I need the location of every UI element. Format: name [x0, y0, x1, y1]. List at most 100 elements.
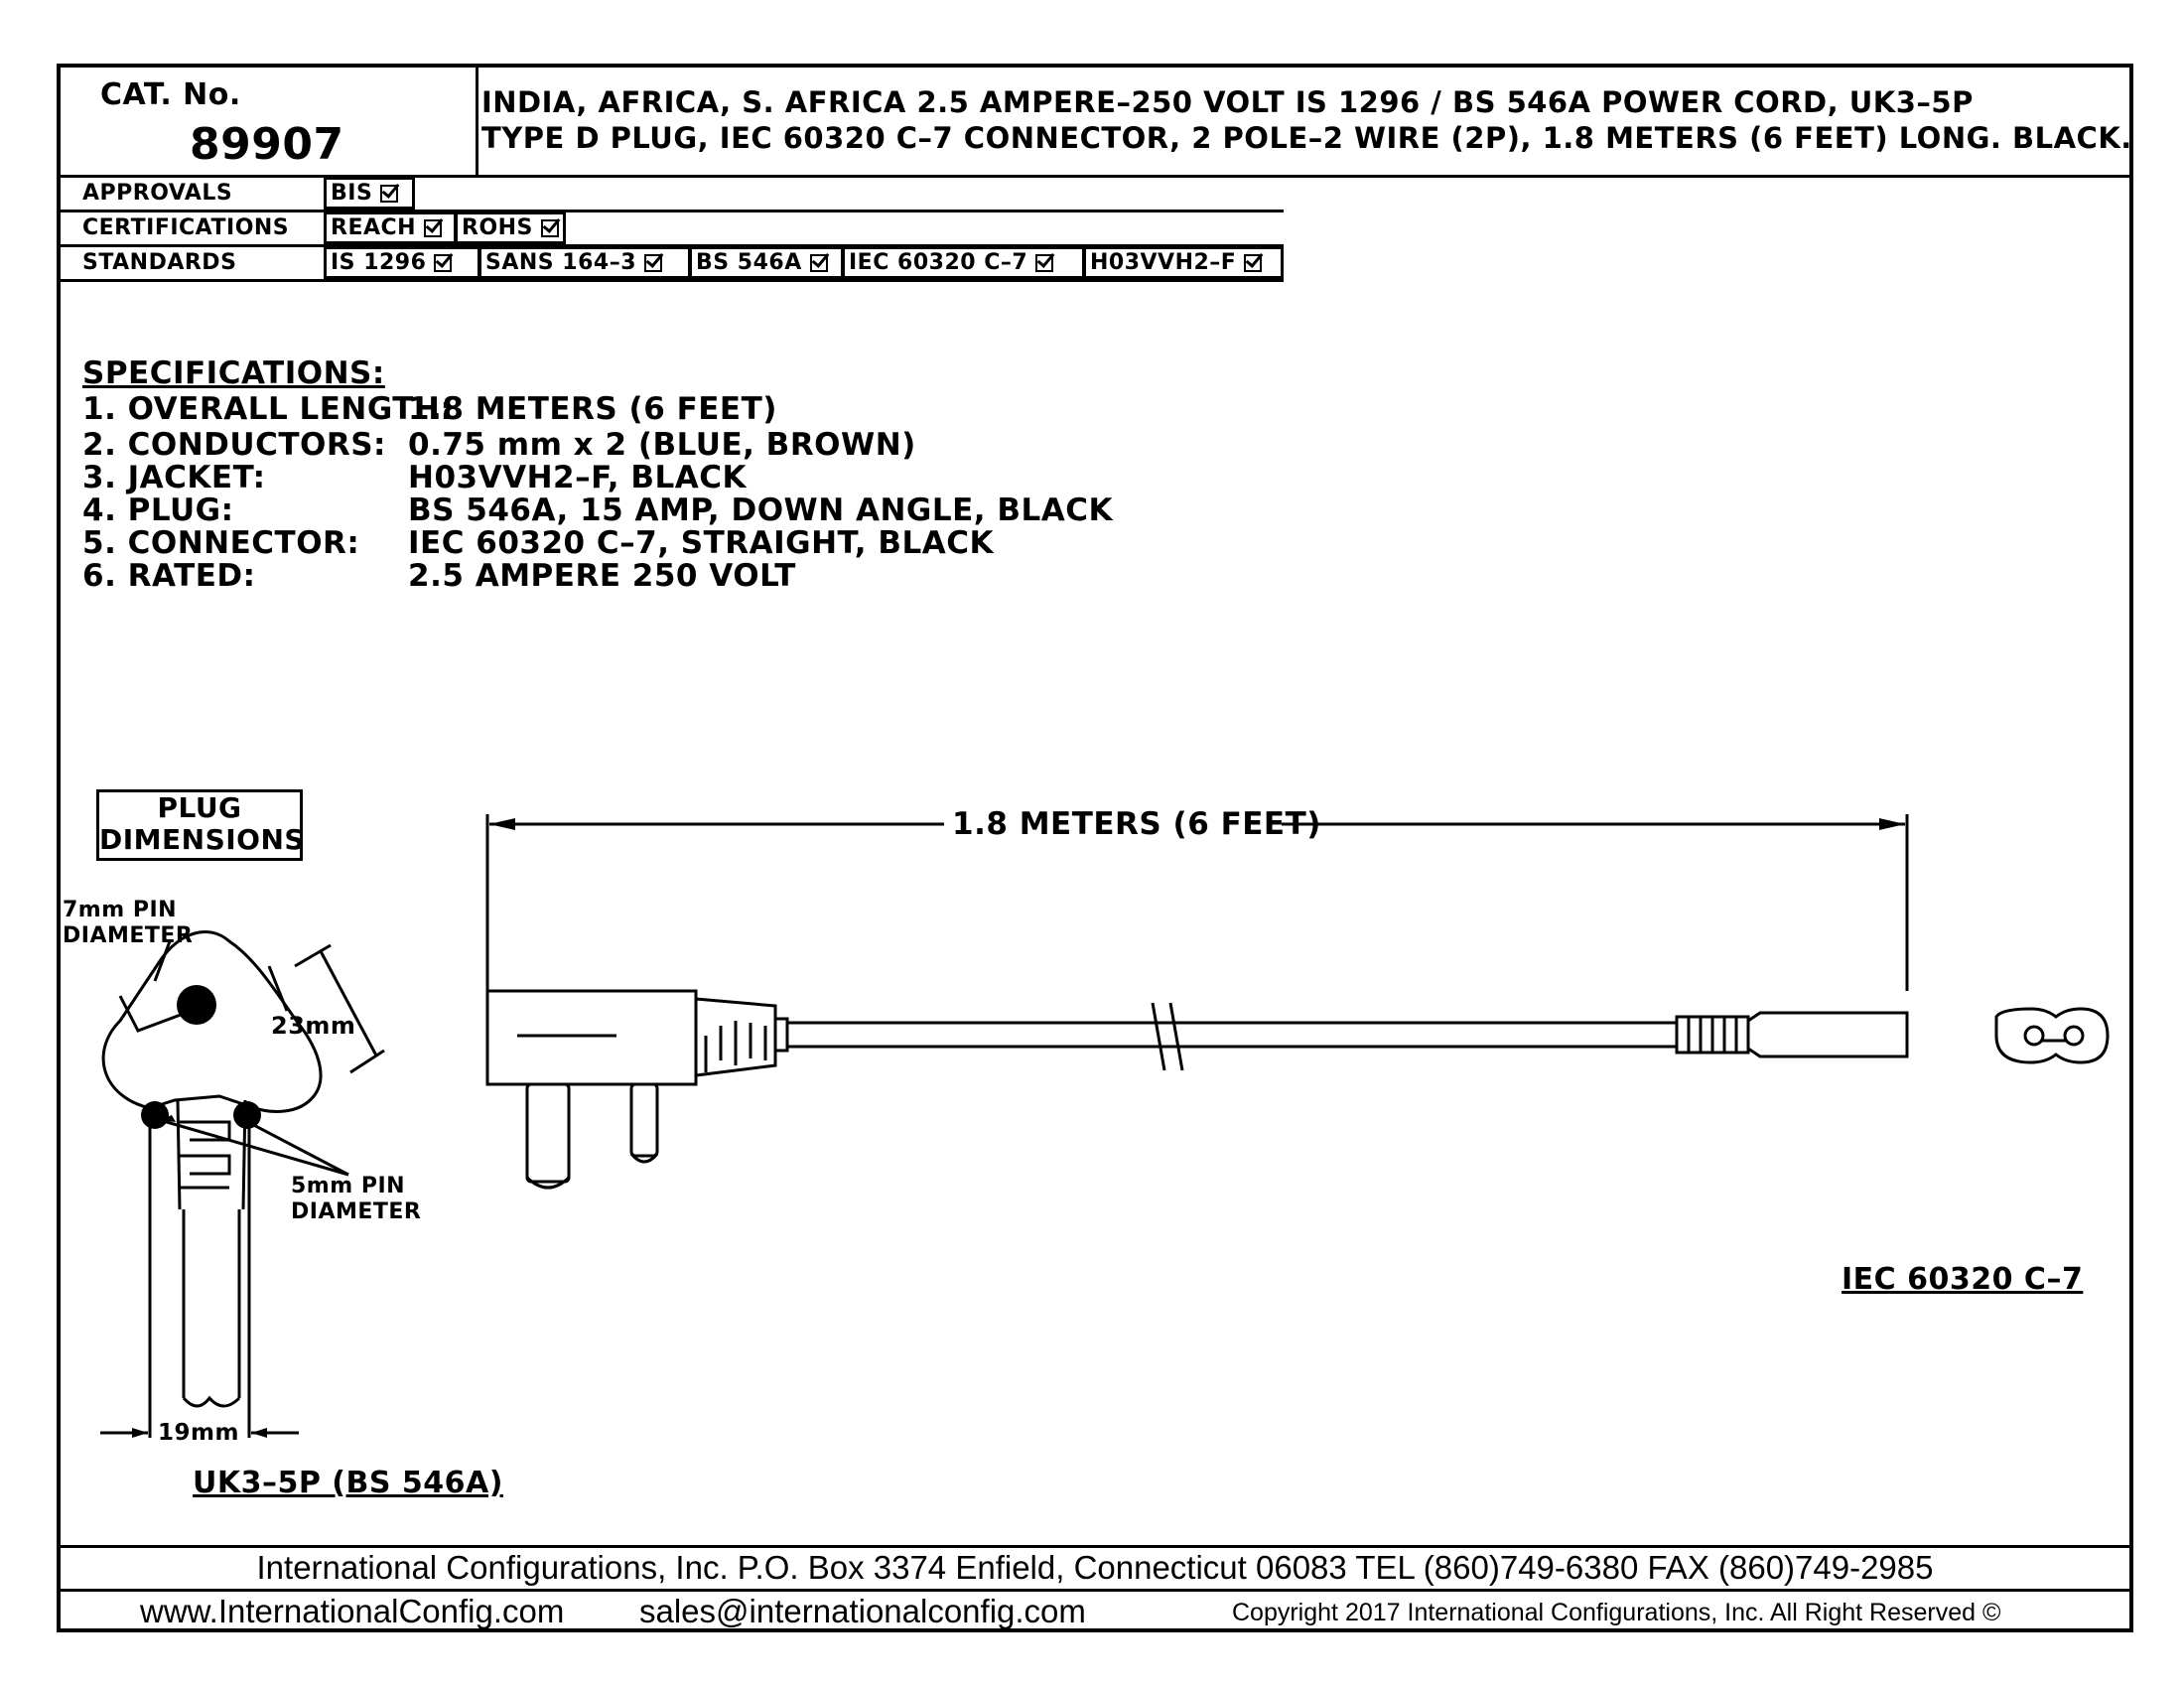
spec-value: BS 546A, 15 AMP, DOWN ANGLE, BLACK — [408, 492, 1114, 528]
standard-text: BS 546A — [696, 250, 802, 275]
spec-label: 6. RATED: — [82, 558, 256, 594]
certification-cell: ROHS — [455, 211, 566, 244]
cat-number: 89907 — [190, 119, 344, 170]
plug-cord — [182, 1209, 241, 1408]
length-dimension-label: 1.8 METERS (6 FEET) — [952, 806, 1321, 842]
compliance-divider — [61, 244, 1284, 247]
plug-pin-right — [629, 1082, 659, 1158]
length-arrowhead-left — [489, 818, 515, 830]
plug-dimensions-line1: PLUG — [157, 791, 242, 824]
plug-pin-left — [525, 1082, 571, 1184]
plug-face-outline — [101, 930, 323, 1113]
certification-text: REACH — [331, 215, 417, 240]
pin-5mm-label: 5mm PIN DIAMETER — [291, 1174, 421, 1225]
spec-value: 0.75 mm x 2 (BLUE, BROWN) — [408, 427, 916, 463]
certification-text: ROHS — [462, 215, 533, 240]
pin-7mm-label: 7mm PIN DIAMETER — [63, 898, 193, 949]
standards-label: STANDARDS — [82, 250, 237, 275]
approval-cell: BIS — [324, 177, 415, 210]
c7-socket-icon — [2063, 1025, 2085, 1047]
website-link[interactable]: www.InternationalConfig.com — [140, 1593, 565, 1629]
plug-body-side — [485, 989, 698, 1086]
checkbox-checked-icon — [1035, 254, 1054, 272]
cord-break-icon — [1151, 1002, 1184, 1071]
connector-body — [1746, 1011, 1909, 1058]
checkbox-checked-icon — [809, 254, 828, 272]
email-link[interactable]: sales@internationalconfig.com — [639, 1593, 1086, 1629]
company-info: International Configurations, Inc. P.O. … — [256, 1549, 1934, 1586]
dim-23-extension — [294, 943, 385, 1074]
plug-caption: UK3–5P (BS 546A) — [193, 1466, 503, 1500]
spec-value: 1.8 METERS (6 FEET) — [408, 391, 777, 427]
pin-5mm-line1: 5mm PIN — [291, 1174, 406, 1198]
spec-value: 2.5 AMPERE 250 VOLT — [408, 558, 796, 594]
cat-number-label: CAT. No. — [100, 77, 241, 112]
dim-23-line — [319, 950, 378, 1056]
standard-text: IEC 60320 C–7 — [849, 250, 1028, 275]
dim-23-label: 23mm — [271, 1012, 356, 1040]
standard-text: SANS 164–3 — [485, 250, 637, 275]
plug-dimensions-box: PLUG DIMENSIONS — [96, 789, 306, 861]
plug-cord-collar — [773, 1017, 789, 1053]
spec-value: H03VVH2–F, BLACK — [408, 460, 747, 495]
spec-label: 5. CONNECTOR: — [82, 525, 360, 561]
standard-cell: BS 546A — [689, 246, 844, 279]
standard-cell: H03VVH2–F — [1083, 246, 1284, 279]
footer-divider — [61, 1589, 2129, 1592]
checkbox-checked-icon — [424, 219, 443, 237]
spec-label: 4. PLUG: — [82, 492, 234, 528]
specifications-heading: SPECIFICATIONS: — [82, 355, 385, 391]
pin-5mm-left-icon — [141, 1101, 169, 1129]
drawing-sheet: CAT. No. 89907 INDIA, AFRICA, S. AFRICA … — [57, 64, 2133, 1632]
spec-label: 1. OVERALL LENGTH: — [82, 391, 454, 427]
pin7-arrowhead — [188, 1001, 205, 1009]
connector-ribs — [1687, 1017, 1738, 1053]
pin5-leaders — [159, 1118, 349, 1177]
pin5-arrowhead — [160, 1115, 176, 1122]
standard-cell: IEC 60320 C–7 — [842, 246, 1085, 279]
checkbox-checked-icon — [1244, 254, 1263, 272]
c7-socket-icon — [2023, 1025, 2045, 1047]
checkbox-checked-icon — [380, 185, 399, 203]
checkbox-checked-icon — [644, 254, 663, 272]
pin-5mm-line2: DIAMETER — [291, 1199, 422, 1224]
standard-cell: IS 1296 — [324, 246, 480, 279]
connector-caption: IEC 60320 C–7 — [1842, 1262, 2084, 1297]
pin-7mm-line2: DIAMETER — [63, 923, 194, 948]
plug-strain-relief-side — [694, 997, 777, 1077]
compliance-divider — [61, 279, 1284, 282]
approval-text: BIS — [331, 181, 373, 206]
standard-cell: SANS 164–3 — [478, 246, 691, 279]
length-arrowhead-right — [1879, 818, 1905, 830]
title-block-divider — [61, 175, 2129, 178]
pin5-arrowhead — [244, 1115, 259, 1122]
footer-divider — [61, 1545, 2129, 1548]
plug-dimensions-line2: DIMENSIONS — [99, 823, 306, 856]
dim-19-label: 19mm — [156, 1420, 241, 1446]
plug-pin-left-tip — [525, 1176, 571, 1190]
compliance-divider — [61, 210, 1284, 212]
dim-19-extension — [148, 1106, 251, 1438]
spec-label: 3. JACKET: — [82, 460, 266, 495]
checkbox-checked-icon — [434, 254, 453, 272]
certifications-label: CERTIFICATIONS — [82, 215, 290, 240]
spec-value: IEC 60320 C–7, STRAIGHT, BLACK — [408, 525, 994, 561]
title-block-separator — [476, 68, 478, 175]
plug-face-inner — [153, 940, 289, 1012]
copyright: Copyright 2017 International Configurati… — [1232, 1599, 2001, 1626]
standard-text: IS 1296 — [331, 250, 427, 275]
pin-7mm-line1: 7mm PIN — [63, 898, 178, 922]
dim-19-arrowhead — [251, 1428, 267, 1438]
standard-text: H03VVH2–F — [1090, 250, 1237, 275]
cord-line — [787, 1021, 1677, 1049]
approvals-label: APPROVALS — [82, 181, 233, 206]
plug-relief-ribs — [180, 1120, 231, 1190]
title-line-1: INDIA, AFRICA, S. AFRICA 2.5 AMPERE–250 … — [481, 85, 1974, 119]
pin-5mm-right-icon — [233, 1101, 261, 1129]
dim-19-arrowhead — [132, 1428, 148, 1438]
checkbox-checked-icon — [540, 219, 559, 237]
technical-drawing — [100, 814, 2110, 1438]
title-line-2: TYPE D PLUG, IEC 60320 C–7 CONNECTOR, 2 … — [481, 121, 2132, 155]
plug-pin-right-tip — [629, 1153, 659, 1164]
plug-strain-ribs — [704, 1021, 767, 1072]
